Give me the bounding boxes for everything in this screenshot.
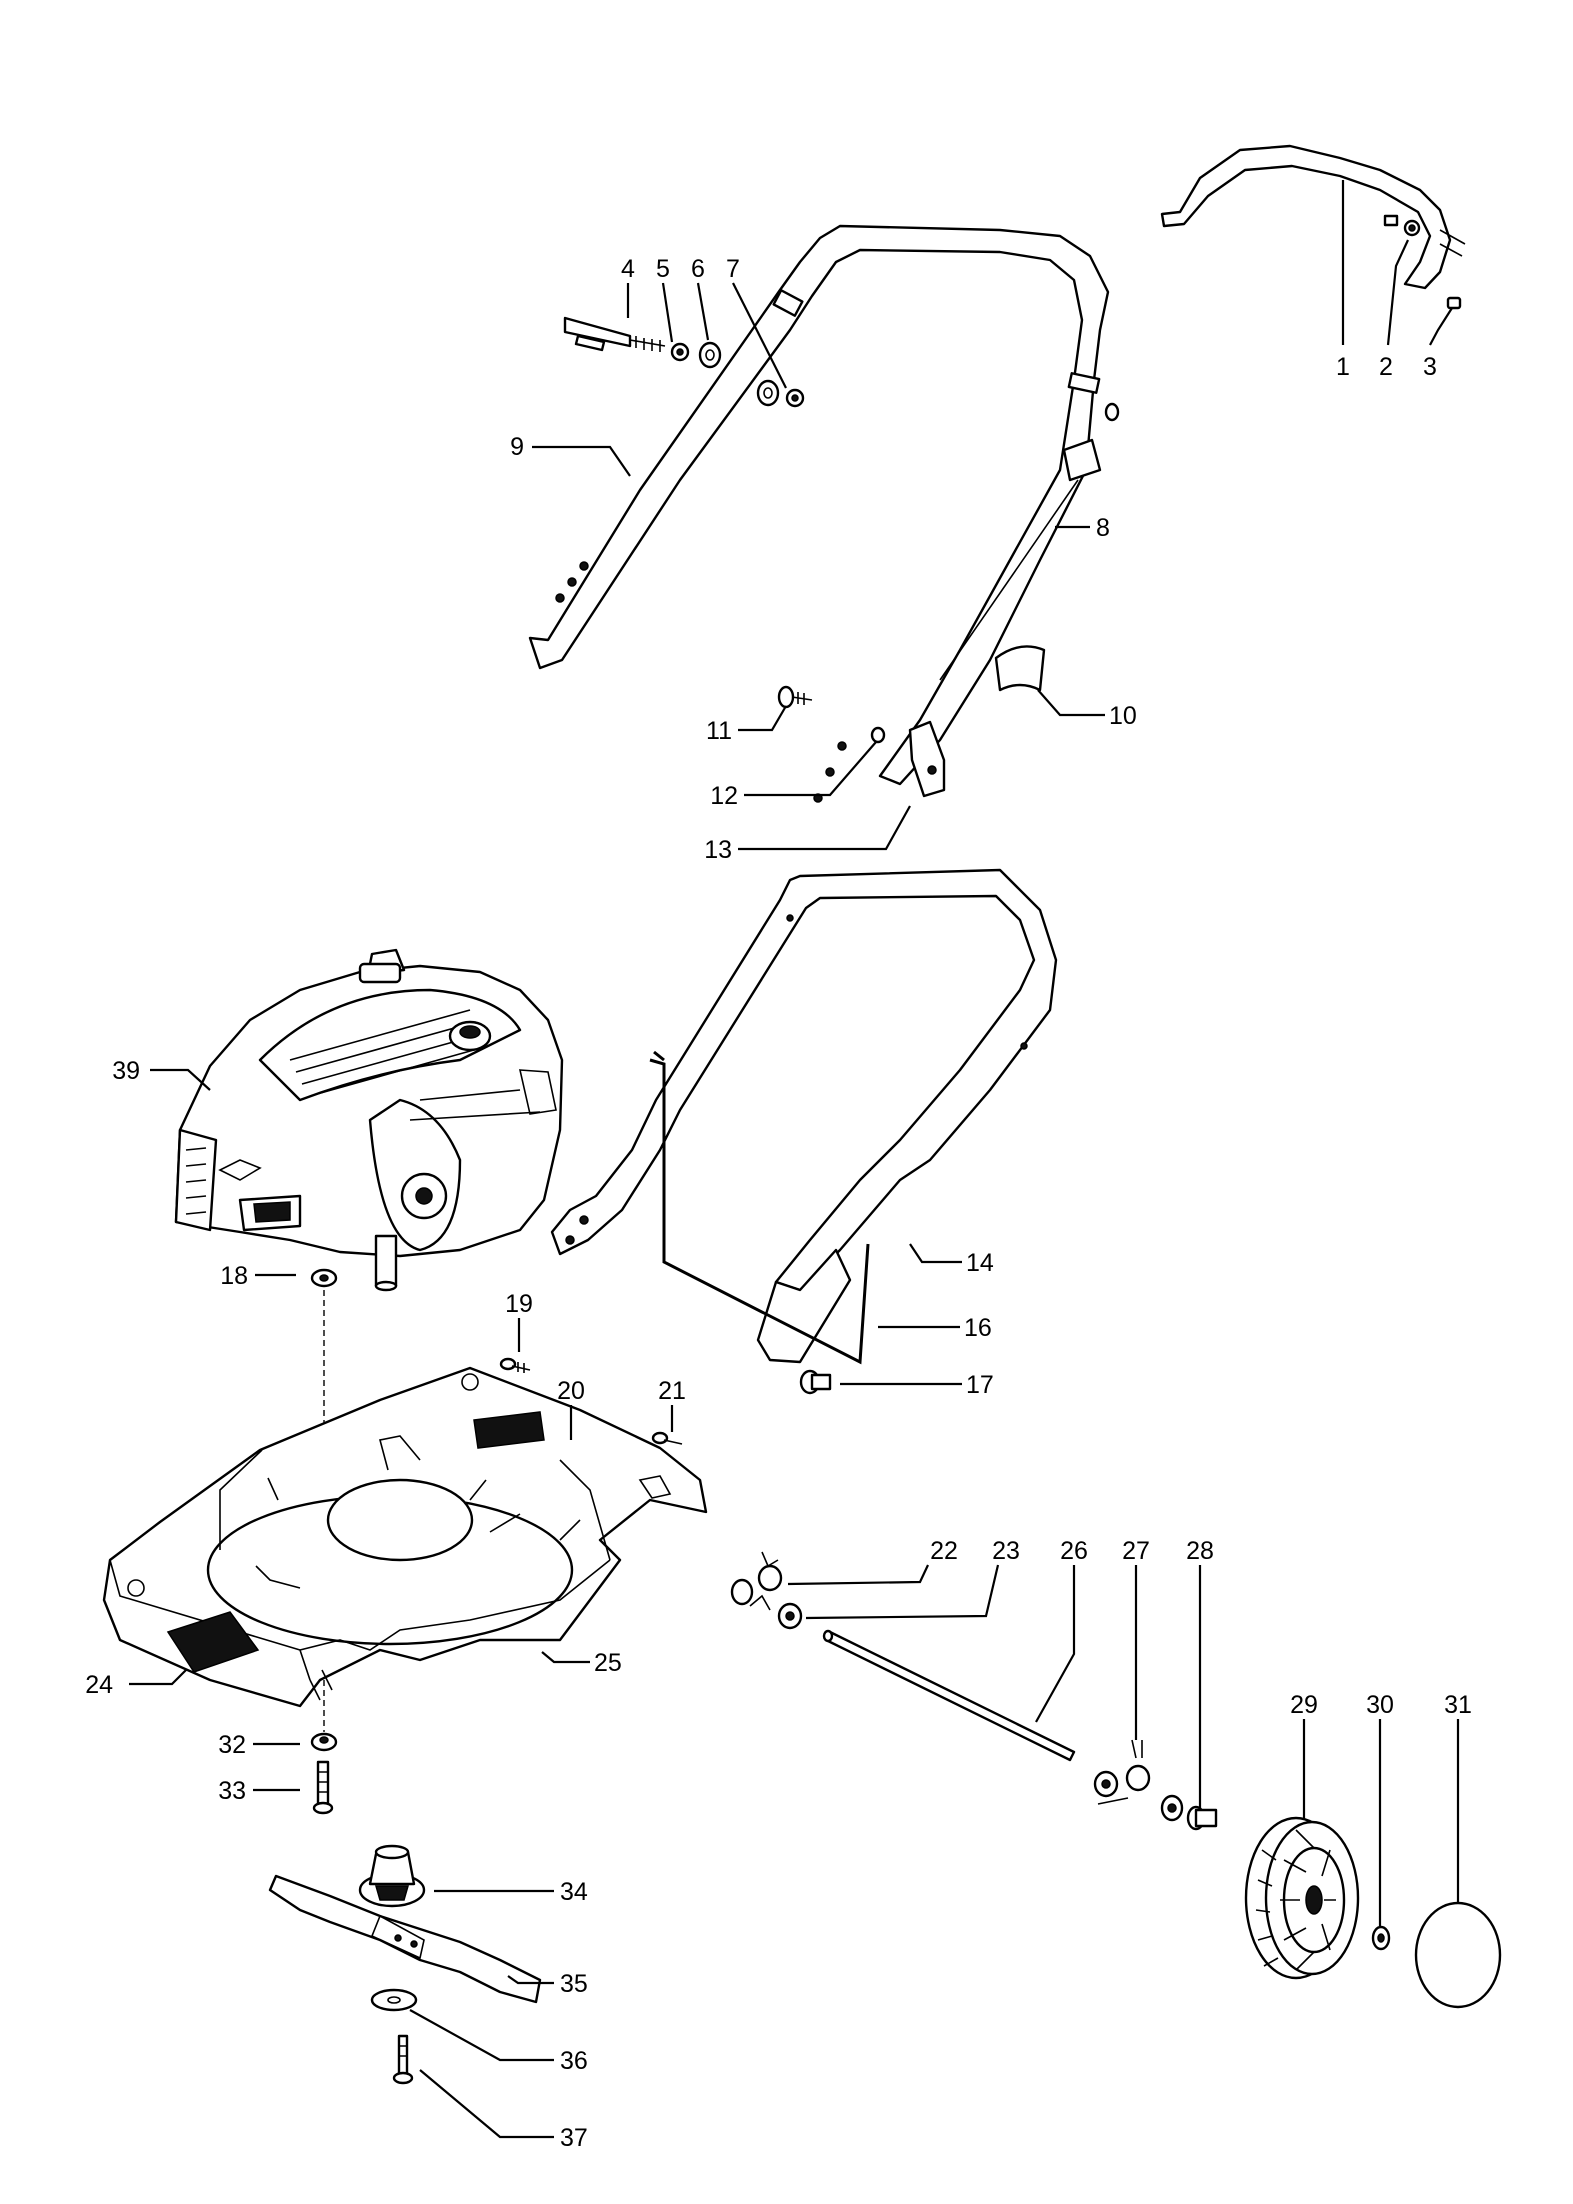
callout-8: 8 [1096, 514, 1110, 542]
part-spring-22 [730, 1551, 783, 1611]
callout-32: 32 [218, 1731, 246, 1759]
callout-9: 9 [510, 433, 524, 461]
part-bail-bar [1160, 144, 1466, 290]
part-washer-32 [310, 1732, 338, 1752]
callout-7: 7 [726, 255, 740, 283]
part-screw-19 [499, 1357, 531, 1373]
part-lower-handle [550, 868, 1058, 1364]
part-blade-35 [268, 1874, 542, 2004]
callout-34: 34 [560, 1878, 588, 1906]
part-upper-handle [528, 224, 1110, 803]
callout-2: 2 [1379, 353, 1393, 381]
callout-31: 31 [1444, 1691, 1472, 1719]
callout-33: 33 [218, 1777, 246, 1805]
callout-5: 5 [656, 255, 670, 283]
part-spring-27 [1093, 1739, 1151, 1805]
part-washer-7a [756, 379, 780, 407]
callout-14: 14 [966, 1249, 994, 1277]
part-bolt-17 [799, 1369, 832, 1395]
part-spacer-18 [310, 1268, 338, 1288]
callout-22: 22 [930, 1537, 958, 1565]
part-bolt-37 [392, 2034, 414, 2085]
part-nut-7 [785, 388, 805, 408]
part-bolt-28 [1160, 1794, 1218, 1831]
callout-37: 37 [560, 2124, 588, 2152]
part-wire-16 [649, 1050, 870, 1365]
part-cable-8 [939, 402, 1120, 681]
callout-20: 20 [557, 1377, 585, 1405]
callout-17: 17 [966, 1371, 994, 1399]
part-nut-2 [1383, 214, 1421, 237]
part-bolt-11 [777, 685, 813, 709]
callout-28: 28 [1186, 1537, 1214, 1565]
part-axle-26 [822, 1629, 1076, 1762]
leader-lines [129, 180, 1460, 2139]
part-bracket-13 [908, 720, 946, 798]
callout-21: 21 [658, 1377, 686, 1405]
callout-30: 30 [1366, 1691, 1394, 1719]
callout-6: 6 [691, 255, 705, 283]
callout-39: 39 [112, 1057, 140, 1085]
part-wheel-29 [1244, 1816, 1360, 1980]
part-deck [102, 1366, 708, 1708]
part-blade-adapter-34 [358, 1844, 426, 1908]
callout-25: 25 [594, 1649, 622, 1677]
callout-27: 27 [1122, 1537, 1150, 1565]
callout-13: 13 [704, 836, 732, 864]
callout-26: 26 [1060, 1537, 1088, 1565]
callout-12: 12 [710, 782, 738, 810]
part-nut-30 [1371, 1925, 1391, 1951]
callout-1: 1 [1336, 353, 1350, 381]
part-screw-21 [651, 1431, 683, 1445]
callout-10: 10 [1109, 702, 1137, 730]
part-plug-3 [1446, 296, 1462, 310]
part-washer-23 [777, 1602, 803, 1630]
callout-19: 19 [505, 1290, 533, 1318]
part-washer-6 [698, 341, 722, 369]
callout-11: 11 [706, 717, 732, 745]
part-hubcap-31 [1414, 1901, 1502, 2009]
callout-35: 35 [560, 1970, 588, 1998]
callout-29: 29 [1290, 1691, 1318, 1719]
part-clip-10 [994, 645, 1046, 692]
part-engine [174, 948, 564, 1292]
callout-3: 3 [1423, 353, 1437, 381]
callout-23: 23 [992, 1537, 1020, 1565]
callout-36: 36 [560, 2047, 588, 2075]
callout-labels: 1 2 3 4 5 6 7 8 9 10 11 12 13 14 16 17 1… [85, 255, 1472, 2152]
part-washer-36 [370, 1988, 418, 2012]
part-bolt-33 [312, 1760, 334, 1815]
callout-24: 24 [85, 1671, 113, 1699]
callout-4: 4 [621, 255, 635, 283]
callout-18: 18 [220, 1262, 248, 1290]
part-washer-12 [870, 726, 886, 744]
part-nut-5 [670, 342, 690, 362]
part-bolt-4 [563, 316, 666, 352]
callout-16: 16 [964, 1314, 992, 1342]
